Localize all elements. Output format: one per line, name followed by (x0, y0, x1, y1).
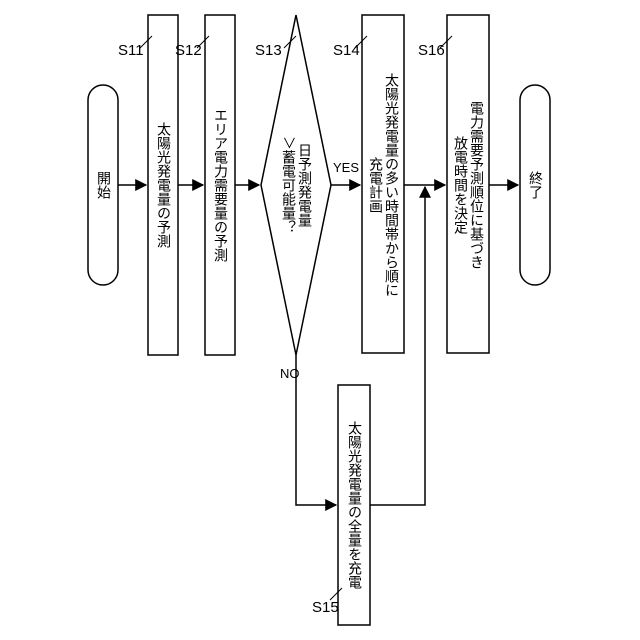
s13-step-label: S13 (255, 42, 282, 59)
s11-step-label: S11 (118, 42, 144, 59)
arrow-s13-no-to-s15 (296, 355, 336, 505)
s13-text-line1: 日予測発電量 (296, 143, 312, 227)
s13-text-line2: ＞蓄電可能量？ (280, 136, 296, 234)
s14-step-label: S14 (333, 42, 360, 59)
s16-text-line2: 放電時間を決定 (452, 136, 468, 235)
s16-step-label: S16 (418, 42, 445, 59)
s12-text: エリア電力需要量の予測 (212, 108, 228, 263)
s16-text-line1: 電力需要予測順位に基づき (468, 101, 484, 269)
process-s14: 太陽光発電量の多い時間帯から順に 充電計画 (362, 15, 404, 353)
decision-s13: 日予測発電量 ＞蓄電可能量？ (261, 15, 331, 355)
s15-step-label: S15 (312, 599, 339, 616)
process-s16: 電力需要予測順位に基づき 放電時間を決定 (447, 15, 489, 353)
start-terminal: 開始 (88, 85, 118, 285)
no-label: NO (280, 366, 300, 381)
process-s15: 太陽光発電量の全量を充電 (338, 385, 370, 625)
start-label: 開始 (95, 171, 111, 199)
s12-step-label: S12 (175, 42, 202, 59)
s15-text: 太陽光発電量の全量を充電 (346, 421, 362, 589)
process-s11: 太陽光発電量の予測 (148, 15, 178, 355)
yes-label: YES (333, 160, 359, 175)
s14-text-line2: 充電計画 (367, 157, 383, 213)
s14-text-line1: 太陽光発電量の多い時間帯から順に (383, 73, 399, 297)
end-label: 終了 (527, 171, 543, 199)
s11-text: 太陽光発電量の予測 (155, 122, 171, 249)
end-terminal: 終了 (520, 85, 550, 285)
process-s12: エリア電力需要量の予測 (205, 15, 235, 355)
